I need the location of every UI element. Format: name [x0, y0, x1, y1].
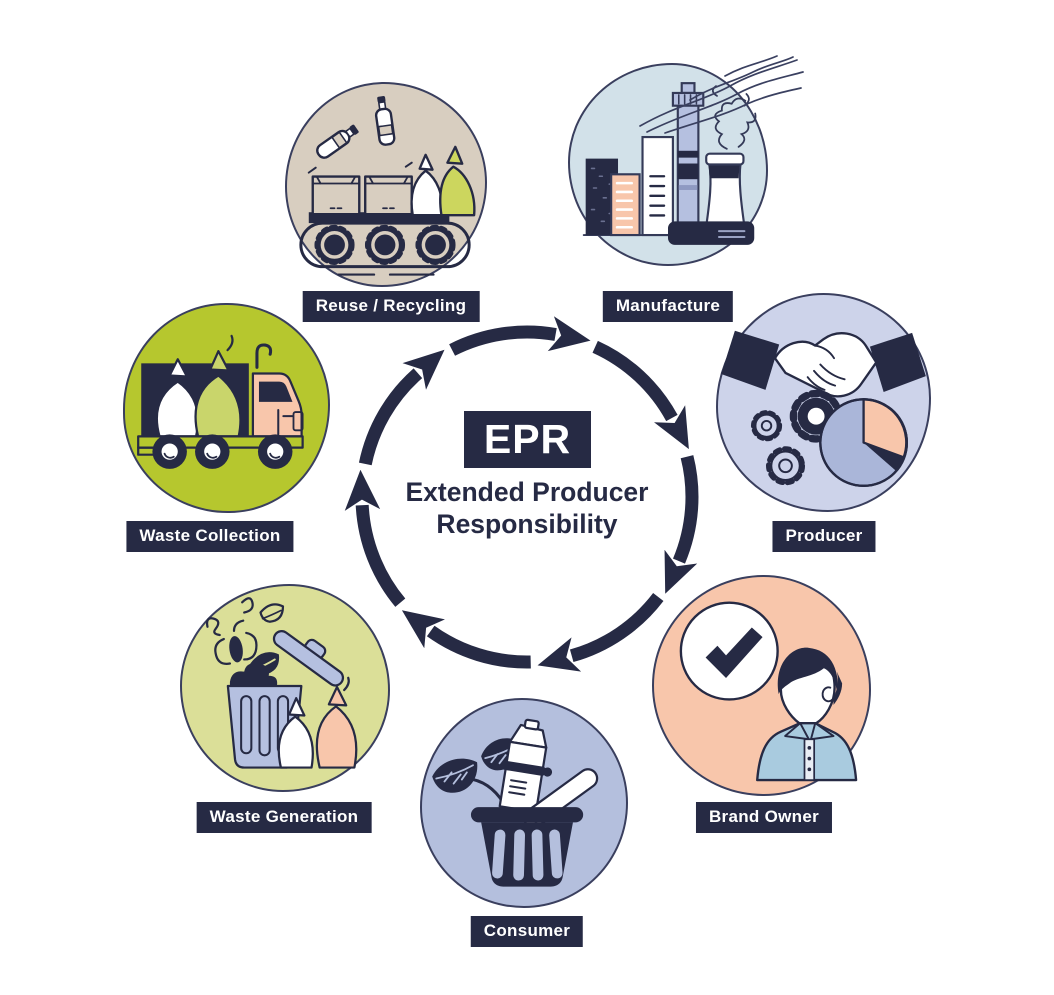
- epr-acronym-badge: EPR: [464, 411, 591, 468]
- node-label-brand-owner: Brand Owner: [695, 802, 833, 834]
- arrow-top: [449, 316, 591, 356]
- reuse-recycling-circle: [285, 82, 487, 287]
- factory-icon: [582, 82, 757, 245]
- manufacture-circle: [568, 63, 768, 266]
- shopping-basket-icon: [432, 718, 599, 887]
- arrow-bottom: [401, 610, 531, 669]
- garbage-truck-icon: [137, 334, 304, 469]
- consumer-circle: [420, 698, 628, 908]
- arrow-lower-right: [537, 592, 664, 672]
- arrow-right: [664, 455, 699, 594]
- producer-circle: [716, 293, 931, 512]
- node-label-reuse-recycling: Reuse / Recycling: [302, 291, 480, 323]
- node-label-waste-collection: Waste Collection: [126, 521, 294, 553]
- approved-checkmark-person-icon: [679, 601, 858, 782]
- node-label-waste-generation: Waste Generation: [196, 802, 372, 834]
- handshake-gears-pie-chart-icon: [721, 330, 926, 488]
- recycling-conveyor-icon: [299, 96, 476, 276]
- node-label-consumer: Consumer: [470, 916, 584, 948]
- waste-generation-circle: [180, 584, 390, 792]
- epr-subtitle-line1: Extended Producer: [405, 477, 649, 507]
- arrow-upper-right: [592, 340, 689, 450]
- node-label-manufacture: Manufacture: [602, 291, 734, 323]
- epr-subtitle: Extended Producer Responsibility: [406, 477, 649, 541]
- trash-bin-waste-icon: [205, 597, 358, 769]
- waste-collection-circle: [123, 303, 330, 513]
- arrow-upper-left: [358, 349, 445, 466]
- node-label-producer: Producer: [772, 521, 876, 553]
- brand-owner-circle: [652, 575, 871, 796]
- epr-subtitle-line2: Responsibility: [436, 508, 618, 539]
